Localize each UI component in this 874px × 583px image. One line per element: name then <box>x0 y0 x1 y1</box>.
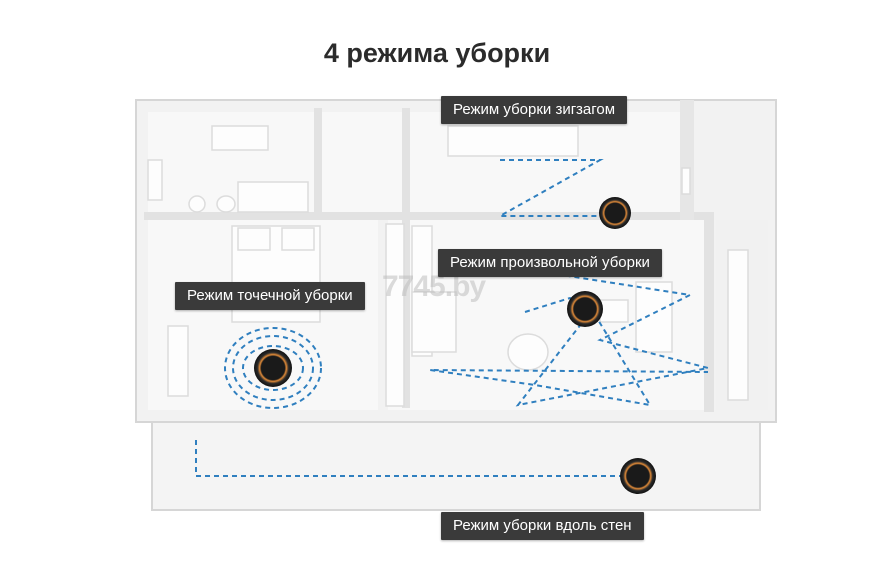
page-title: 4 режима уборки <box>323 38 551 68</box>
label-random-mode: Режим произвольной уборки <box>438 249 662 277</box>
robot-wall-icon <box>620 458 656 494</box>
robot-spot-icon <box>254 349 292 387</box>
robot-random-icon <box>567 291 603 327</box>
label-wall-mode: Режим уборки вдоль стен <box>441 512 644 540</box>
label-zigzag-mode: Режим уборки зигзагом <box>441 96 628 124</box>
furniture <box>147 125 749 407</box>
spot-path <box>224 327 322 409</box>
robot-zigzag-icon <box>599 197 631 229</box>
wall-path <box>195 440 630 477</box>
zigzag-path <box>496 159 604 217</box>
label-spot-mode: Режим точечной уборки <box>175 282 365 310</box>
